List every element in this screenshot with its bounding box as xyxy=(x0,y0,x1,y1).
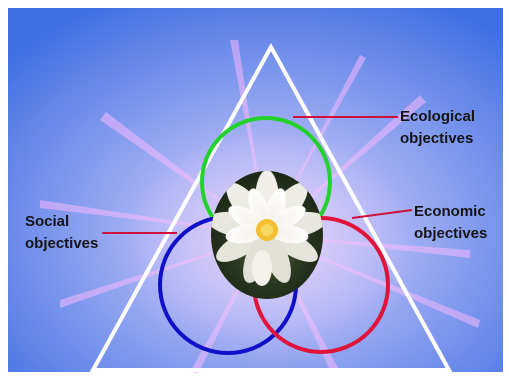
ecological-label-line2: objectives xyxy=(400,130,473,147)
ecological-label-line1: Ecological xyxy=(400,108,475,125)
social-label-line2: objectives xyxy=(25,235,98,252)
economic-label-line1: Economic xyxy=(414,203,486,220)
social-label-line1: Social xyxy=(25,213,69,230)
economic-label-line2: objectives xyxy=(414,225,487,242)
